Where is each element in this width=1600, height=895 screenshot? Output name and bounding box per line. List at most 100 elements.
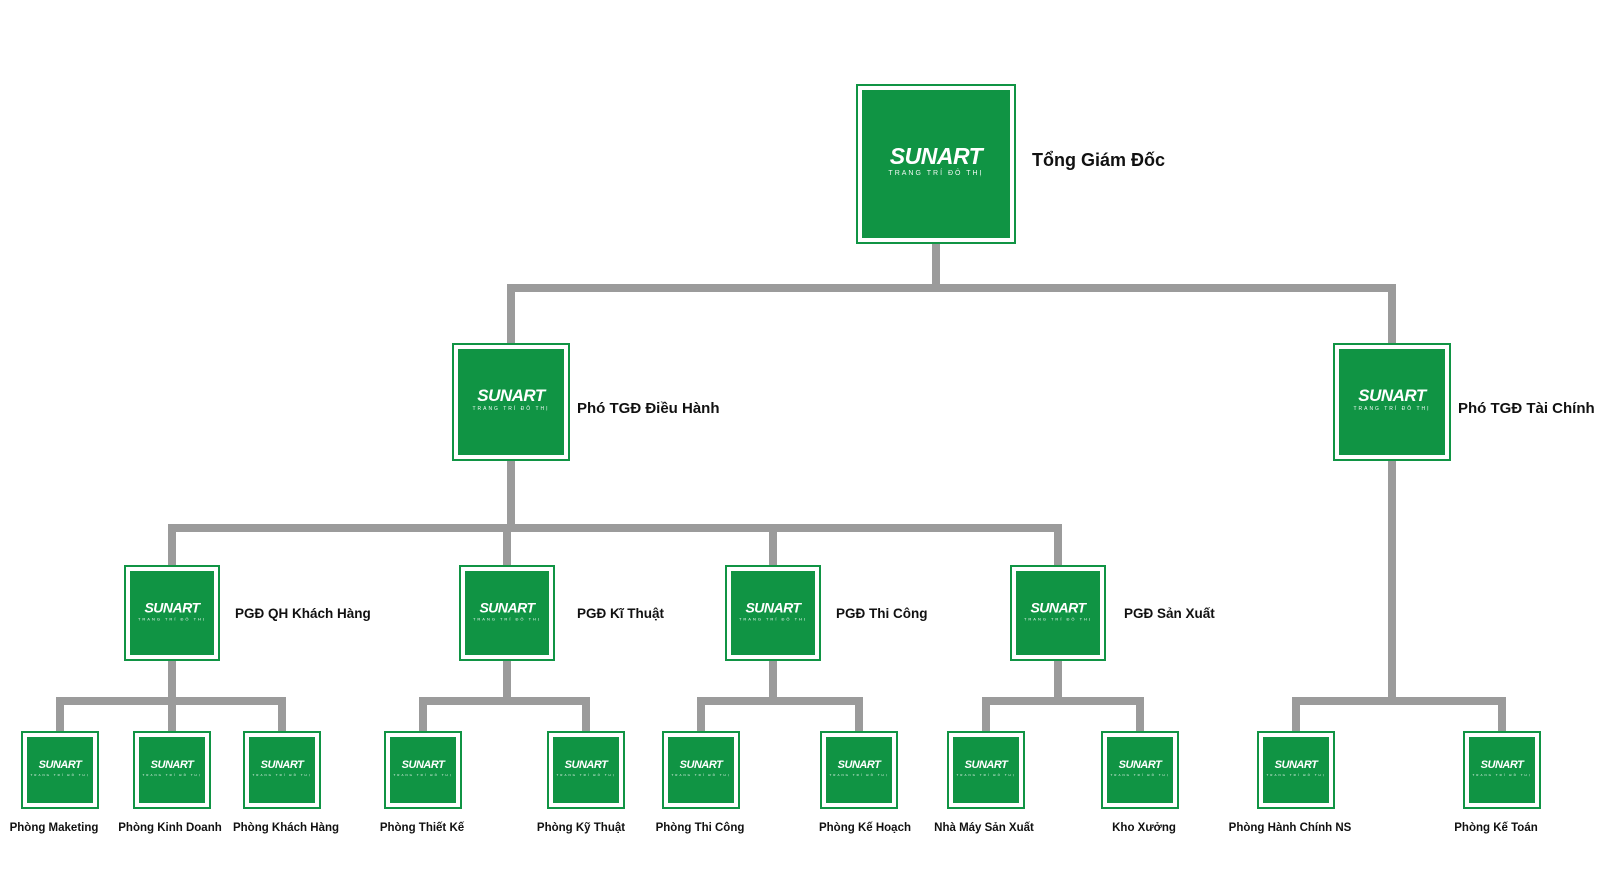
connector-group-bus-5 bbox=[1292, 697, 1506, 705]
connector-dept-drop-1-2 bbox=[168, 701, 176, 733]
deputy-label-3: PGĐ Thi Công bbox=[836, 606, 928, 621]
connector-deputy-bus bbox=[168, 524, 1062, 532]
connector-deputy-drop-2 bbox=[503, 528, 511, 567]
department-label-10: Phòng Hành Chính NS bbox=[1228, 822, 1352, 834]
connector-dept-drop-3-1 bbox=[697, 701, 705, 733]
department-label-11: Phòng Kế Toán bbox=[1454, 822, 1538, 834]
connector-group-down-2 bbox=[503, 657, 511, 701]
deputy-label-1: PGĐ QH Khách Hàng bbox=[235, 606, 371, 621]
logo-tagline: TRANG TRÍ ĐÔ THỊ bbox=[1353, 406, 1431, 412]
connector-ceo-down bbox=[932, 240, 940, 288]
department-label-7: Phòng Kế Hoạch bbox=[818, 822, 912, 834]
logo-tagline: TRANG TRÍ ĐÔ THỊ bbox=[556, 772, 616, 777]
logo-word: SUNART bbox=[477, 386, 545, 405]
logo-tagline: TRANG TRÍ ĐÔ THỊ bbox=[1023, 616, 1093, 622]
connector-deputy-drop-3 bbox=[769, 528, 777, 567]
ceo-label: Tổng Giám Đốc bbox=[1032, 150, 1166, 170]
department-label-2: Phòng Kinh Doanh bbox=[118, 822, 222, 834]
connector-dept-drop-2-2 bbox=[582, 701, 590, 733]
department-label-8: Nhà Máy Sản Xuất bbox=[934, 822, 1034, 834]
logo-word: SUNART bbox=[564, 758, 608, 771]
department-label-3: Phòng Khách Hàng bbox=[232, 822, 340, 834]
logo-word: SUNART bbox=[1274, 758, 1318, 771]
connector-group-down-3 bbox=[769, 657, 777, 701]
connector-group-down-1 bbox=[168, 657, 176, 701]
connector-group-bus-3 bbox=[697, 697, 863, 705]
logo-tagline: TRANG TRÍ ĐÔ THỊ bbox=[252, 772, 312, 777]
logo-tagline: TRANG TRÍ ĐÔ THỊ bbox=[30, 772, 90, 777]
logo-word: SUNART bbox=[401, 758, 445, 771]
logo-word: SUNART bbox=[150, 758, 194, 771]
logo-tagline: TRANG TRÍ ĐÔ THỊ bbox=[137, 616, 207, 622]
department-label-5: Phòng Kỹ Thuật bbox=[536, 822, 626, 834]
deputy-label-2: PGĐ Kĩ Thuật bbox=[577, 606, 664, 621]
connector-dept-drop-1-3 bbox=[278, 701, 286, 733]
logo-word: SUNART bbox=[1480, 758, 1524, 771]
department-label-4: Phòng Thiết Kế bbox=[379, 822, 465, 834]
department-label-9: Kho Xưởng bbox=[1112, 822, 1176, 834]
logo-word: SUNART bbox=[964, 758, 1008, 771]
logo-tagline: TRANG TRÍ ĐÔ THỊ bbox=[738, 616, 808, 622]
logo-tagline: TRANG TRÍ ĐÔ THỊ bbox=[472, 616, 542, 622]
logo-word: SUNART bbox=[1358, 386, 1426, 405]
connector-deputy-drop-1 bbox=[168, 528, 176, 567]
logo-word: SUNART bbox=[679, 758, 723, 771]
connector-vp1-drop bbox=[507, 288, 515, 345]
logo-word: SUNART bbox=[745, 599, 801, 616]
logo-tagline: TRANG TRÍ ĐÔ THỊ bbox=[1266, 772, 1326, 777]
connector-dept-drop-1-1 bbox=[56, 701, 64, 733]
logo-word: SUNART bbox=[837, 758, 881, 771]
logo-word: SUNART bbox=[1030, 599, 1086, 616]
logo-tagline: TRANG TRÍ ĐÔ THỊ bbox=[671, 772, 731, 777]
connector-vp2-down bbox=[1388, 457, 1396, 701]
connector-vp2-drop bbox=[1388, 288, 1396, 345]
logo-tagline: TRANG TRÍ ĐÔ THỊ bbox=[472, 406, 550, 412]
logo-tagline: TRANG TRÍ ĐÔ THỊ bbox=[829, 772, 889, 777]
logo-word: SUNART bbox=[38, 758, 82, 771]
connector-deputy-drop-4 bbox=[1054, 528, 1062, 567]
vp-label-1: Phó TGĐ Điều Hành bbox=[577, 400, 720, 417]
logo-word: SUNART bbox=[1118, 758, 1162, 771]
connector-dept-drop-5-2 bbox=[1498, 701, 1506, 733]
connector-dept-drop-5-1 bbox=[1292, 701, 1300, 733]
connector-group-bus-2 bbox=[419, 697, 590, 705]
logo-word: SUNART bbox=[144, 599, 200, 616]
connector-dept-drop-3-2 bbox=[855, 701, 863, 733]
connector-group-down-4 bbox=[1054, 657, 1062, 701]
connector-group-bus-4 bbox=[982, 697, 1144, 705]
connector-vp1-down bbox=[507, 457, 515, 528]
logo-tagline: TRANG TRÍ ĐÔ THỊ bbox=[956, 772, 1016, 777]
logo-tagline: TRANG TRÍ ĐÔ THỊ bbox=[1472, 772, 1532, 777]
connector-vp-bus bbox=[507, 284, 1396, 292]
logo-tagline: TRANG TRÍ ĐÔ THỊ bbox=[1110, 772, 1170, 777]
